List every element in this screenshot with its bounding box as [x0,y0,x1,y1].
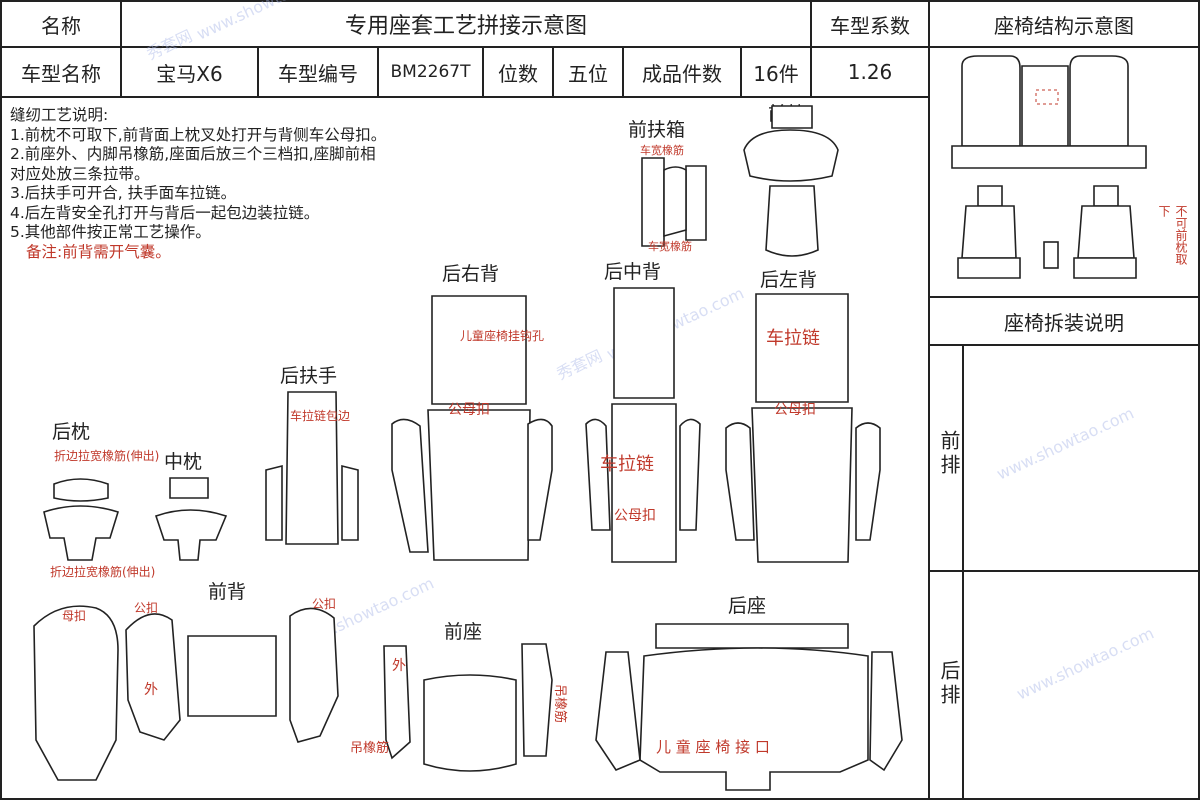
annotation-hanging-elastic: 吊橡筋 [552,684,568,723]
coef-label: 车型系数 [830,13,910,38]
annotation-snap: 公母扣 [448,402,490,418]
no-remove-note: 不可前枕取下 [1157,205,1188,265]
model-code-value: BM2267T [390,62,471,82]
label-rear-seat: 后座 [728,595,766,617]
watermark-cn: 秀套网 [144,26,196,64]
annotation-zipper: 车拉链 [766,328,820,349]
front-row-label: 前排 [937,430,961,478]
watermark-url: www.showtao.com [194,0,337,44]
model-code-label: 车型编号 [278,61,358,86]
label-front-armrest: 前扶箱 [628,119,685,141]
label-rear-middle-back: 后中背 [604,261,661,283]
watermark-url: www.showtao.com [994,403,1137,483]
model-name-label: 车型名称 [21,61,101,86]
annotation-zipper: 车拉链 [600,454,654,475]
label-rear-right-back: 后右背 [442,263,499,285]
watermark-url: www.showtao.com [1014,623,1157,703]
note-line: 5.其他部件按正常工艺操作。 [10,223,211,241]
structure-title: 座椅结构示意图 [994,13,1134,38]
notes-title: 缝纫工艺说明: [10,106,109,124]
model-name-value: 宝马X6 [156,61,223,86]
annotation-fold-elastic-bottom: 折边拉宽橡筋(伸出) [50,564,155,579]
annotation-elastic-top: 车宽橡筋 [640,143,684,157]
name-label: 名称 [41,13,81,38]
label-middle-pillow: 中枕 [164,451,202,473]
rear-pillow-pieces: 折边拉宽橡筋(伸出) 折边拉宽橡筋(伸出) [43,448,159,579]
note-line: 1.前枕不可取下,前背面上枕叉处打开与背侧车公母扣。 [10,125,387,144]
annotation-snap-left: 公扣 [134,601,158,615]
annotation-fold-elastic-top: 折边拉宽橡筋(伸出) [54,448,159,463]
annotation-child-seat-connect: 儿 童 座 椅 接 口 [656,738,770,756]
label-rear-left-back: 后左背 [760,269,817,291]
watermark-cn: 秀套网 [554,346,606,384]
annotation-child-hook: 儿童座椅挂钩孔 [460,328,544,343]
annotation-snap-back: 母扣 [62,609,86,623]
note-line: 对应处放三条拉带。 [10,164,150,183]
annotation-elastic-bottom: 车宽橡筋 [648,239,692,253]
seat-structure-front [957,185,1137,279]
label-front-back: 前背 [208,581,246,603]
label-rear-pillow: 后枕 [52,421,90,443]
annotation-zipper-bind: 车拉链包边 [290,408,350,423]
label-rear-armrest: 后扶手 [280,365,337,387]
annotation-snap: 公母扣 [614,508,656,524]
front-pillow-pieces [743,105,839,257]
annotation-snap: 公母扣 [774,402,816,418]
notes-remark: 备注:前背需开气囊。 [26,242,171,261]
seats-value: 五位 [568,61,608,86]
label-front-seat: 前座 [444,621,482,643]
rear-armrest-pieces: 车拉链包边 [265,391,359,545]
seats-label: 位数 [498,61,538,86]
disassembly-title: 座椅拆装说明 [1004,310,1124,335]
annotation-snap-right: 公扣 [312,597,336,611]
note-line: 4.后左背安全孔打开与背后一起包边装拉链。 [10,203,320,222]
front-seat-pieces: 外 吊橡筋 吊橡筋 [350,643,568,772]
annotation-outer: 外 [144,682,158,698]
front-back-pieces: 母扣 公扣 公扣 外 [33,597,339,781]
pieces-label: 成品件数 [642,61,722,86]
note-line: 2.前座外、内脚吊橡筋,座面后放三个三档扣,座脚前相 [10,145,376,163]
rear-middle-back-pieces: 车拉链 公母扣 [585,287,701,563]
rear-right-back-pieces: 儿童座椅挂钩孔 公母扣 [391,295,553,561]
rear-left-back-pieces: 车拉链 公母扣 [725,293,881,563]
sewing-notes: 缝纫工艺说明:1.前枕不可取下,前背面上枕叉处打开与背侧车公母扣。2.前座外、内… [10,106,386,262]
rear-row-label: 后排 [937,660,961,708]
annotation-outer: 外 [392,658,406,674]
middle-pillow-pieces [154,477,228,561]
diagram-title: 专用座套工艺拼接示意图 [344,14,587,39]
annotation-hanging-elastic-bottom: 吊橡筋 [350,740,389,756]
note-line: 3.后扶手可开合, 扶手面车拉链。 [10,184,237,202]
pieces-value: 16件 [753,61,799,86]
front-armrest-pieces: 车宽橡筋 车宽橡筋 [640,143,707,253]
coef-value: 1.26 [847,60,893,84]
seat-structure-rear [951,55,1147,169]
rear-seat-pieces: 儿 童 座 椅 接 口 [595,623,903,791]
